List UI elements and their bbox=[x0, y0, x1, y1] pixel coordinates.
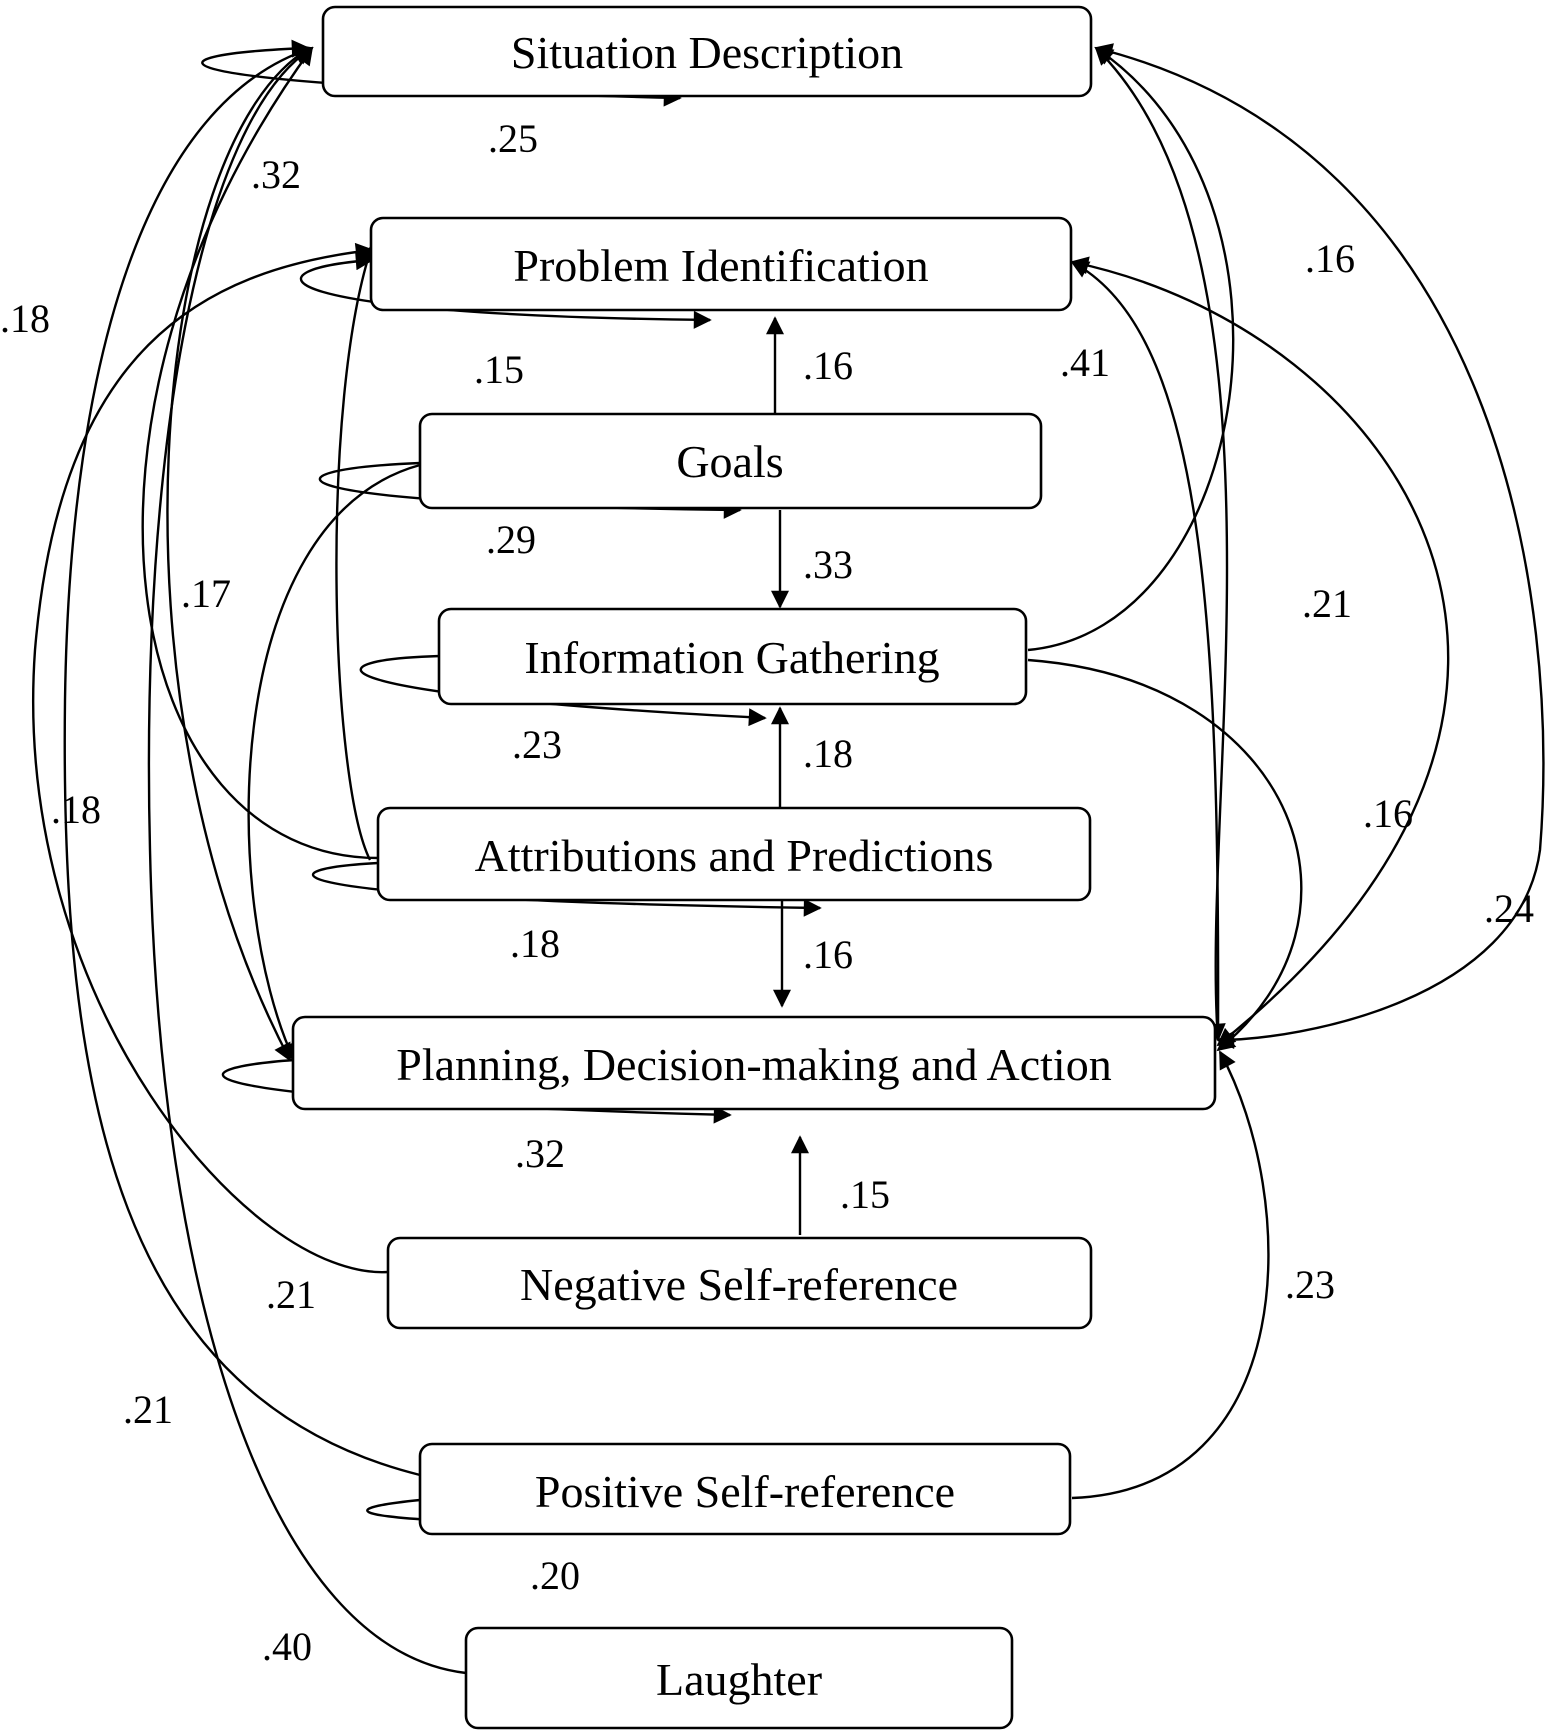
edge-ig-sd bbox=[1027, 46, 1235, 652]
edge-la-sd bbox=[147, 46, 467, 1675]
node-goals: Goals bbox=[418, 412, 1043, 510]
edge-ap-sd bbox=[141, 46, 381, 860]
edge-label-ps-pl: .23 bbox=[1285, 1262, 1335, 1307]
edge-label-sd-pl-left: .32 bbox=[251, 152, 301, 197]
edge-ps-pl bbox=[1071, 1050, 1270, 1500]
node-label: Laughter bbox=[656, 1654, 822, 1705]
edge-ns-pi bbox=[32, 242, 389, 1274]
node-planning: Planning, Decision-making and Action bbox=[291, 1015, 1217, 1111]
edge-label-ns-pi: .21 bbox=[266, 1272, 316, 1317]
edge-label-ap-self: .18 bbox=[510, 921, 560, 966]
edge-sd-pl-right bbox=[1094, 46, 1229, 1042]
node-laughter: Laughter bbox=[464, 1626, 1014, 1730]
edge-ig-self bbox=[359, 654, 767, 727]
edge-label-ps-sd: .21 bbox=[123, 1387, 173, 1432]
edge-label-sd-self: .25 bbox=[488, 116, 538, 161]
edge-ps-sd bbox=[63, 44, 421, 1477]
node-label: Positive Self-reference bbox=[535, 1466, 955, 1517]
node-label: Information Gathering bbox=[524, 632, 939, 683]
edge-sd-pl-left bbox=[166, 46, 312, 1062]
edge-label-ap-pi: .17 bbox=[181, 571, 231, 616]
node-positive: Positive Self-reference bbox=[418, 1442, 1072, 1536]
edge-ap-pi bbox=[335, 244, 376, 861]
edge-label-ap-pl: .16 bbox=[803, 932, 853, 977]
edge-label-g-pi: .16 bbox=[803, 343, 853, 388]
edge-label-g-self: .29 bbox=[486, 517, 536, 562]
edge-label-pi-pl: .24 bbox=[1484, 886, 1534, 931]
edge-label-ps-self: .20 bbox=[530, 1553, 580, 1598]
node-label: Attributions and Predictions bbox=[475, 830, 994, 881]
edge-label-g-ig: .33 bbox=[803, 542, 853, 587]
node-label: Planning, Decision-making and Action bbox=[396, 1039, 1111, 1090]
edge-label-ig-sd: .16 bbox=[1305, 236, 1355, 281]
edge-label-ns-pl: .15 bbox=[840, 1172, 890, 1217]
node-attrib: Attributions and Predictions bbox=[376, 806, 1092, 902]
edge-label-ig-pl: .16 bbox=[1363, 791, 1413, 836]
edge-label-sd-pl-right: .21 bbox=[1302, 581, 1352, 626]
node-situation: Situation Description bbox=[321, 5, 1093, 98]
edge-g-pl bbox=[247, 463, 421, 1062]
node-negative: Negative Self-reference bbox=[386, 1236, 1093, 1330]
edge-label-ap-ig: .18 bbox=[803, 731, 853, 776]
edge-label-pl-pi: .41 bbox=[1060, 340, 1110, 385]
edge-label-g-pl: .18 bbox=[51, 787, 101, 832]
edge-label-ap-sd: .18 bbox=[0, 296, 50, 341]
node-label: Situation Description bbox=[511, 27, 903, 78]
edge-label-ig-self: .23 bbox=[512, 722, 562, 767]
edge-pi-pl bbox=[1070, 256, 1450, 1047]
edge-label-pi-self: .15 bbox=[474, 347, 524, 392]
edge-ap-self bbox=[311, 861, 822, 917]
node-problem: Problem Identification bbox=[369, 216, 1073, 312]
node-label: Goals bbox=[676, 436, 783, 487]
node-label: Negative Self-reference bbox=[520, 1259, 958, 1310]
edge-sd-pl-far bbox=[1094, 43, 1545, 1049]
node-label: Problem Identification bbox=[513, 240, 928, 291]
edge-label-pl-self: .32 bbox=[515, 1131, 565, 1176]
edge-pi-self bbox=[299, 252, 712, 329]
node-info: Information Gathering bbox=[437, 607, 1028, 706]
edge-label-la-sd: .40 bbox=[262, 1624, 312, 1669]
